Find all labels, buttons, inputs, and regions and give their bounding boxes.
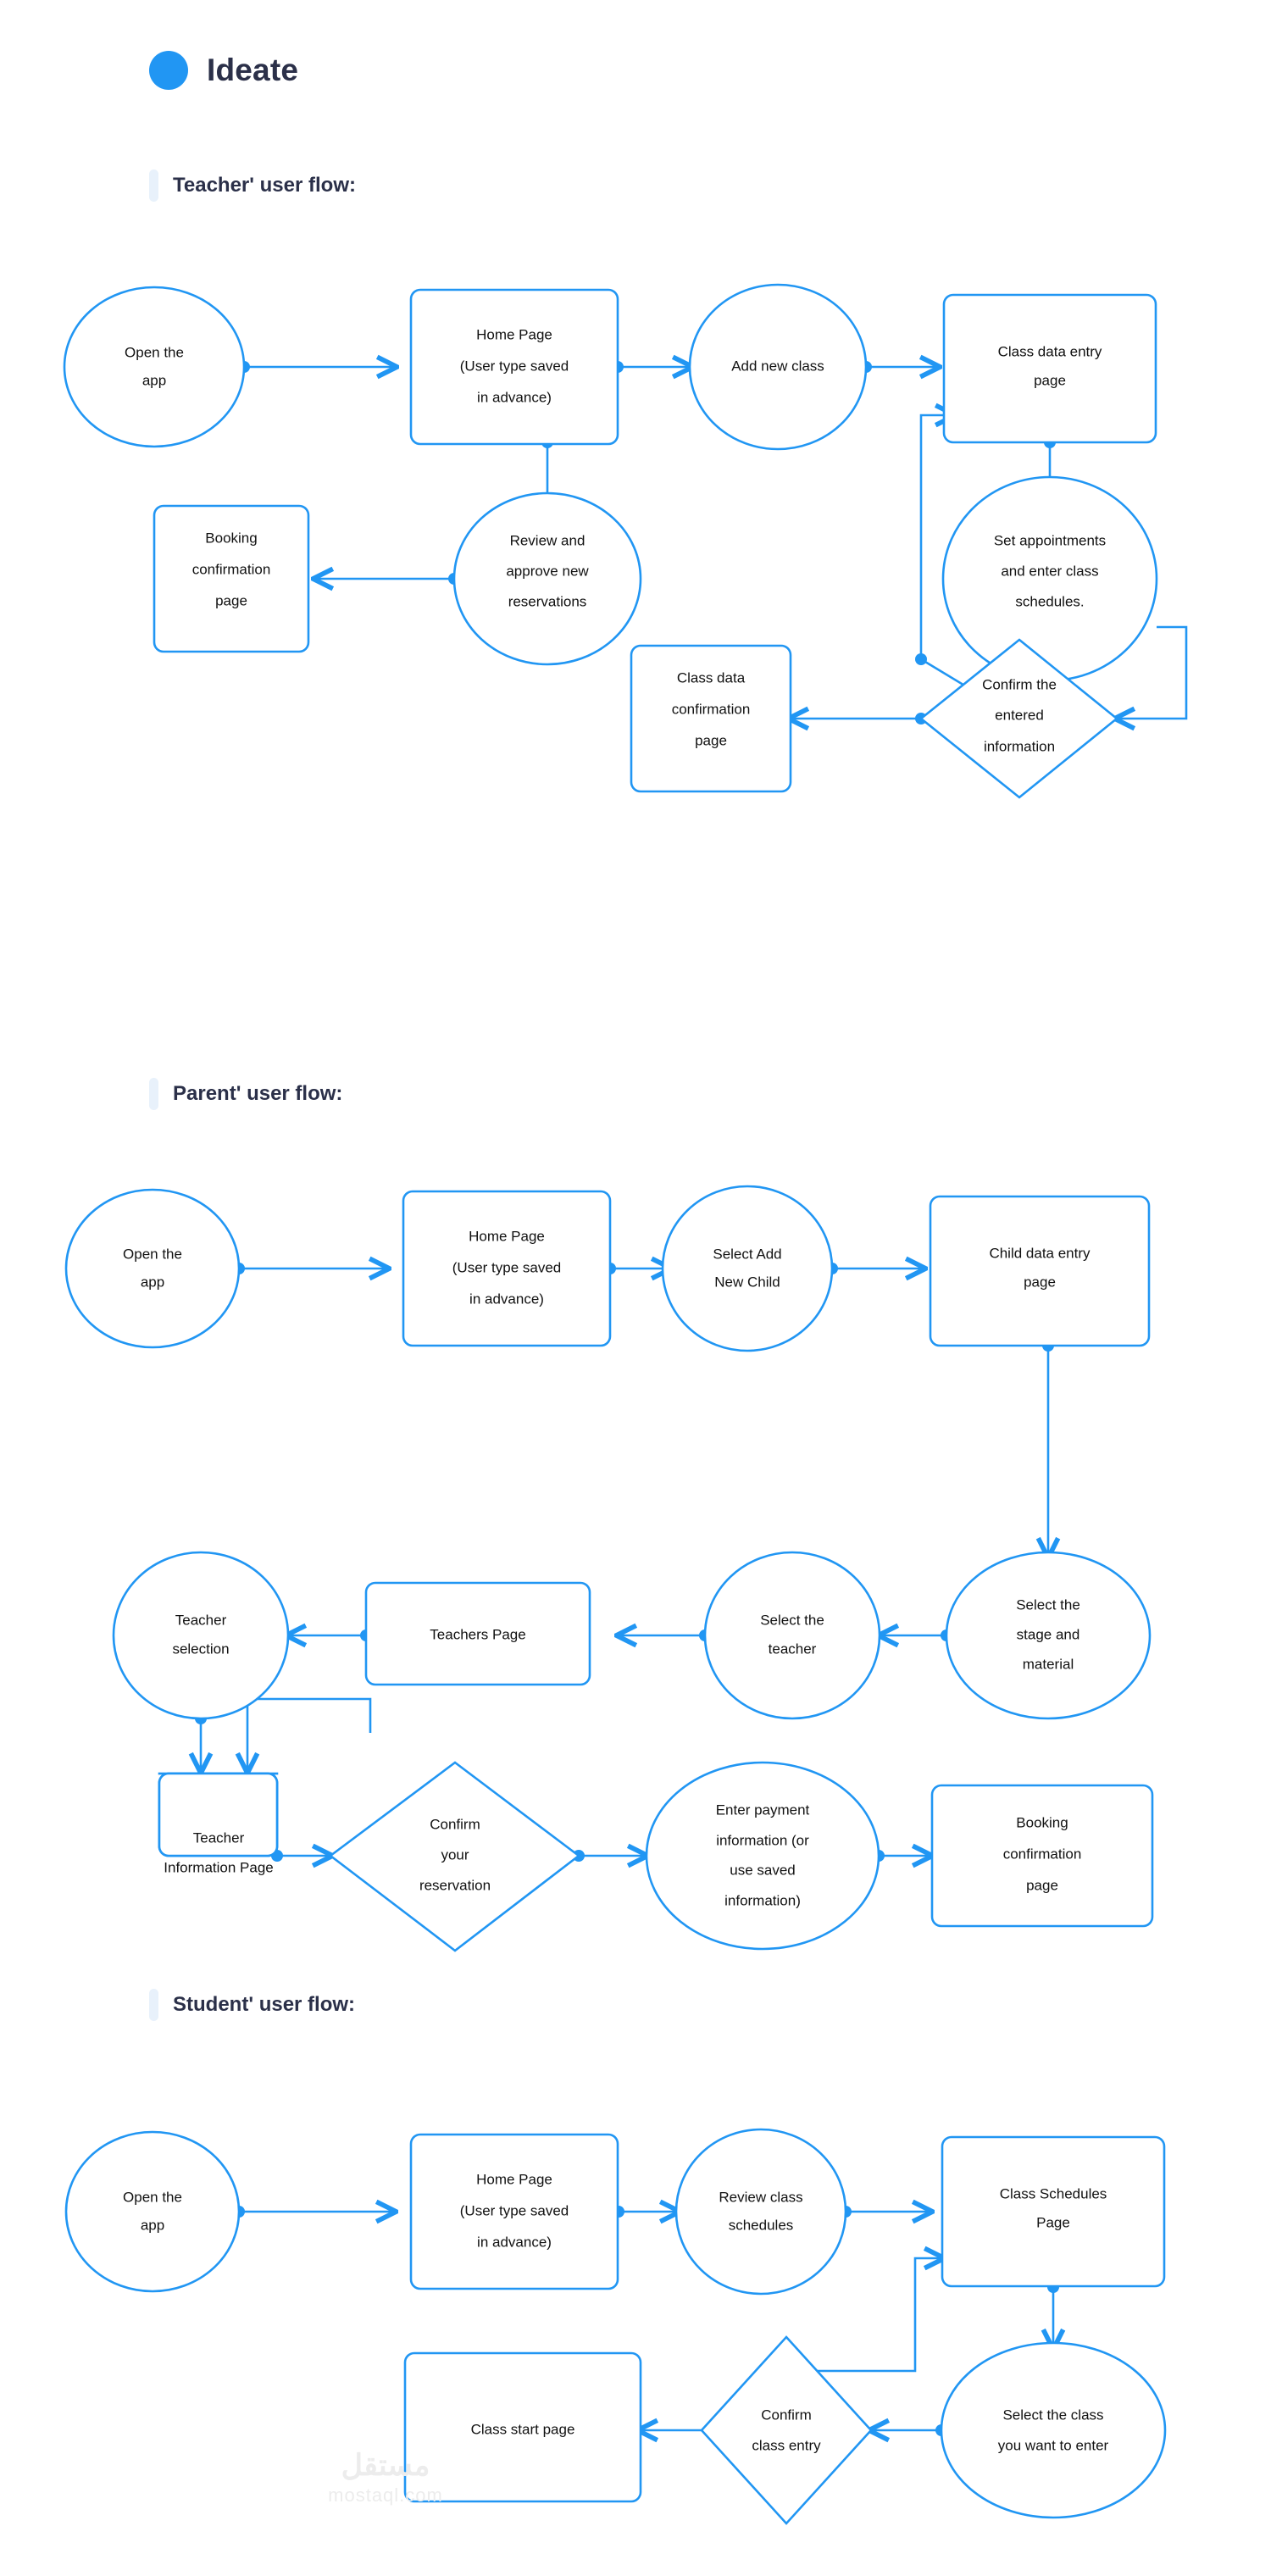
node-label: class entry <box>752 2437 821 2453</box>
node-select-the-class[interactable]: Select the class you want to enter <box>941 2343 1165 2518</box>
connector-open-to-home <box>233 2206 394 2218</box>
flow-diagram-teacher: Open the app Home Page (User type saved … <box>0 254 1282 1042</box>
node-label: and enter class <box>1001 563 1098 579</box>
node-label: Information Page <box>164 1859 273 1875</box>
node-label: Select the class <box>1002 2407 1103 2423</box>
brand-title: Ideate <box>207 53 298 88</box>
connector-selectclass-to-confirm <box>871 2424 947 2436</box>
node-label: in advance) <box>477 2234 552 2250</box>
section-accent-bar <box>149 169 158 202</box>
node-label: (User type saved <box>460 358 569 374</box>
node-label: in advance) <box>477 389 552 405</box>
node-review-approve-reservations[interactable]: Review and approve new reservations <box>454 493 641 664</box>
node-label: information <box>984 738 1055 754</box>
section-label-teacher: Teacher' user flow: <box>173 174 356 197</box>
node-class-data-confirmation-page[interactable]: Class data confirmation page <box>631 646 791 791</box>
connector-confirm-to-classdata <box>791 713 927 724</box>
node-label: Page <box>1036 2214 1070 2230</box>
node-label: page <box>1034 372 1066 388</box>
node-home-page[interactable]: Home Page (User type saved in advance) <box>411 2135 618 2289</box>
node-label: Class data <box>677 669 746 686</box>
section-heading-student: Student' user flow: <box>149 1989 355 2021</box>
section-label-student: Student' user flow: <box>173 1993 355 2017</box>
node-label: reservations <box>508 593 587 609</box>
node-label: schedules. <box>1015 593 1084 609</box>
node-class-data-entry-page[interactable]: Class data entry page <box>944 295 1156 442</box>
section-accent-bar <box>149 1078 158 1110</box>
node-open-the-app[interactable]: Open the app <box>66 2132 239 2291</box>
node-label: confirmation <box>192 561 271 577</box>
node-label: you want to enter <box>998 2437 1109 2453</box>
connector-review-to-booking <box>315 573 460 585</box>
node-label: Home Page <box>476 326 552 342</box>
node-label: page <box>215 592 247 608</box>
node-label: Class start page <box>471 2421 575 2437</box>
node-class-start-page[interactable]: Class start page <box>405 2353 641 2501</box>
section-heading-parent: Parent' user flow: <box>149 1078 342 1110</box>
node-label: Add new class <box>731 358 824 374</box>
node-add-new-class[interactable]: Add new class <box>690 285 866 449</box>
node-home-page[interactable]: Home Page (User type saved in advance) <box>411 290 618 444</box>
node-label: Confirm the <box>982 676 1057 692</box>
section-heading-teacher: Teacher' user flow: <box>149 169 356 202</box>
node-label: app <box>142 372 166 388</box>
connector-confirm-loop-to-entry <box>915 415 953 665</box>
node-label: Booking <box>205 530 257 546</box>
connector-review-to-schedulespage <box>840 2206 930 2218</box>
connector-open-to-home <box>238 361 395 373</box>
connector-home-to-addclass <box>612 361 691 373</box>
node-label: Set appointments <box>994 532 1106 548</box>
brand-logo-icon <box>149 51 188 90</box>
node-label: Home Page <box>476 2171 552 2187</box>
node-label: Open the <box>123 2189 182 2205</box>
node-label: Class Schedules <box>1000 2185 1107 2201</box>
node-set-appointments[interactable]: Set appointments and enter class schedul… <box>943 477 1157 680</box>
node-label: Confirm <box>761 2407 812 2423</box>
node-review-class-schedules[interactable]: Review class schedules <box>676 2129 846 2294</box>
flow-diagram-student: Open the app Home Page (User type saved … <box>0 2101 1282 2576</box>
node-label: Teacher <box>193 1829 245 1846</box>
node-label: Class data entry <box>998 343 1102 359</box>
node-label: schedules <box>729 2217 794 2233</box>
node-label: Review and <box>510 532 586 548</box>
brand-header: Ideate <box>149 51 298 90</box>
node-label: approve new <box>506 563 589 579</box>
node-confirm-class-entry[interactable] <box>702 2337 871 2523</box>
node-booking-confirmation-page[interactable]: Booking confirmation page <box>154 506 308 652</box>
connector-home-to-review <box>613 2206 678 2218</box>
node-label: (User type saved <box>460 2202 569 2218</box>
node-open-the-app[interactable]: Open the app <box>64 287 244 447</box>
node-label: page <box>695 732 727 748</box>
section-accent-bar <box>149 1989 158 2021</box>
node-label: app <box>141 2217 164 2233</box>
node-label: Review class <box>719 2189 802 2205</box>
connector-schedulespage-to-selectclass <box>1047 2281 1059 2347</box>
node-label: entered <box>995 707 1044 723</box>
node-label: confirmation <box>672 701 751 717</box>
node-label: Open the <box>125 344 184 360</box>
section-label-parent: Parent' user flow: <box>173 1082 342 1106</box>
connector-addclass-to-entry <box>860 361 938 373</box>
node-class-schedules-page[interactable]: Class Schedules Page <box>942 2137 1164 2286</box>
